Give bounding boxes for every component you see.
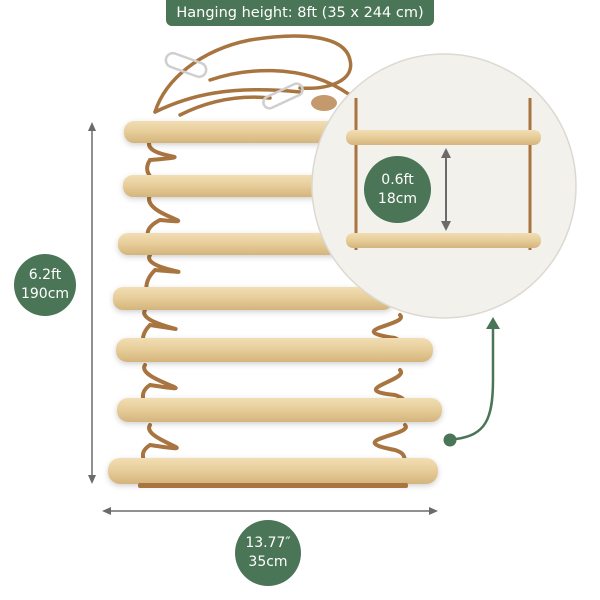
rung-spacing-badge: 0.6ft 18cm (364, 156, 431, 223)
rung-2 (123, 175, 373, 197)
carabiner-icon (164, 51, 304, 110)
bottom-rope (138, 483, 408, 488)
width-cm: 35cm (248, 554, 288, 570)
width-badge: 13.77″ 35cm (235, 520, 301, 586)
height-badge: 6.2ft 190cm (14, 254, 76, 316)
height-cm: 190cm (20, 286, 70, 302)
width-dimension-line (102, 507, 438, 515)
rung-5 (116, 338, 433, 362)
pointer-arrow (443, 317, 500, 447)
rung-1 (124, 121, 374, 143)
spacing-ft: 0.6ft (381, 171, 414, 188)
height-ft: 6.2ft (28, 267, 62, 284)
ladder-rungs (108, 121, 442, 484)
height-dimension-line (88, 122, 96, 484)
width-in: 13.77″ (245, 535, 291, 552)
wood-tag (311, 95, 337, 111)
rung-3 (118, 233, 373, 255)
arrow-down-icon (441, 221, 451, 231)
arrow-up-icon (441, 148, 451, 158)
rung-4 (113, 287, 393, 310)
rung-6 (117, 398, 442, 422)
spacing-cm: 18cm (377, 190, 418, 207)
rung-7 (108, 458, 438, 484)
hanging-height-banner: Hanging height: 8ft (35 x 244 cm) (166, 0, 434, 26)
detail-zoom-circle (311, 53, 577, 319)
arrow-head-icon (486, 317, 500, 329)
